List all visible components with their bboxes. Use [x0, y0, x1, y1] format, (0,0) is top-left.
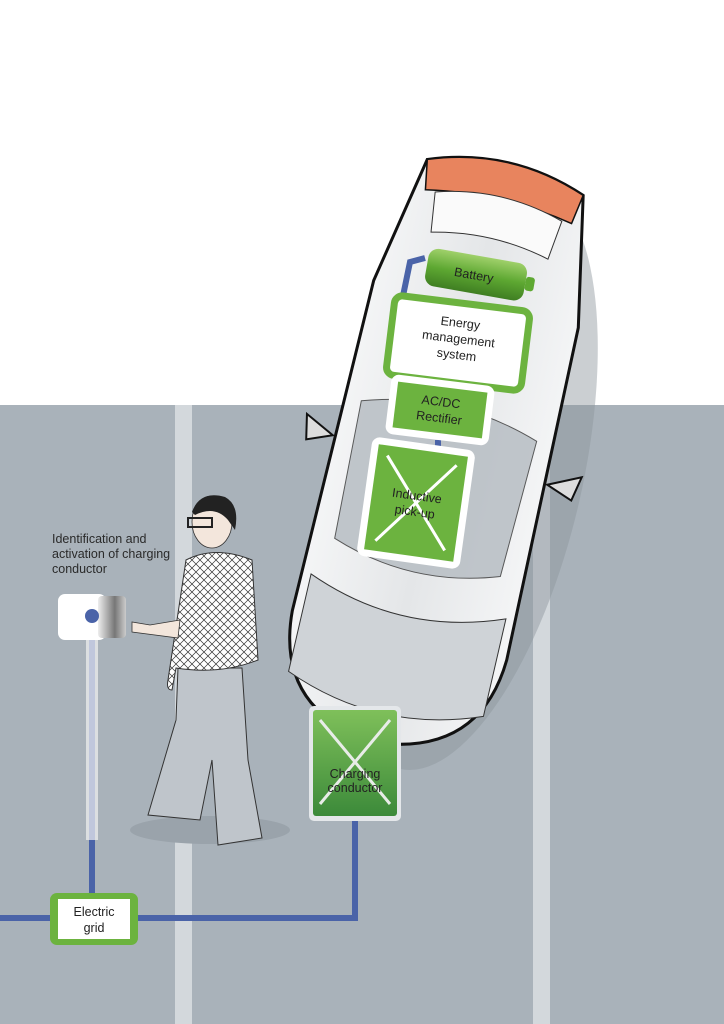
annotation-line-3: conductor: [52, 562, 107, 576]
annotation-line-2: activation of charging: [52, 547, 171, 561]
rectifier-label-1: AC/DC: [421, 393, 461, 412]
grid-label-1: Electric: [74, 905, 115, 919]
energy-management-component: Energy management system: [383, 292, 533, 394]
rectifier-component: AC/DC Rectifier: [385, 374, 495, 446]
pickup-label-1: Inductive: [391, 486, 443, 507]
rectifier-label-2: Rectifier: [415, 408, 462, 427]
annotation-line-1: Identification and: [52, 532, 147, 546]
battery-label: Battery: [453, 265, 495, 286]
person-illustration: [130, 495, 290, 846]
parking-line-right: [533, 405, 550, 1024]
energy-label-3: system: [436, 346, 477, 365]
conductor-label-2: conductor: [328, 781, 383, 795]
energy-label-1: Energy: [440, 314, 482, 333]
electric-grid-component: Electric grid: [50, 893, 138, 945]
annotation-text: Identification and activation of chargin…: [52, 532, 252, 577]
conductor-label-1: Charging: [330, 767, 381, 781]
battery-component: Battery: [425, 248, 535, 301]
inductive-pickup-component: Inductive pick-up: [357, 437, 475, 569]
charging-terminal: [58, 594, 126, 640]
pickup-label-2: pick-up: [394, 502, 436, 521]
grid-label-2: grid: [84, 921, 105, 935]
charging-conductor-component: Charging conductor: [309, 706, 401, 821]
